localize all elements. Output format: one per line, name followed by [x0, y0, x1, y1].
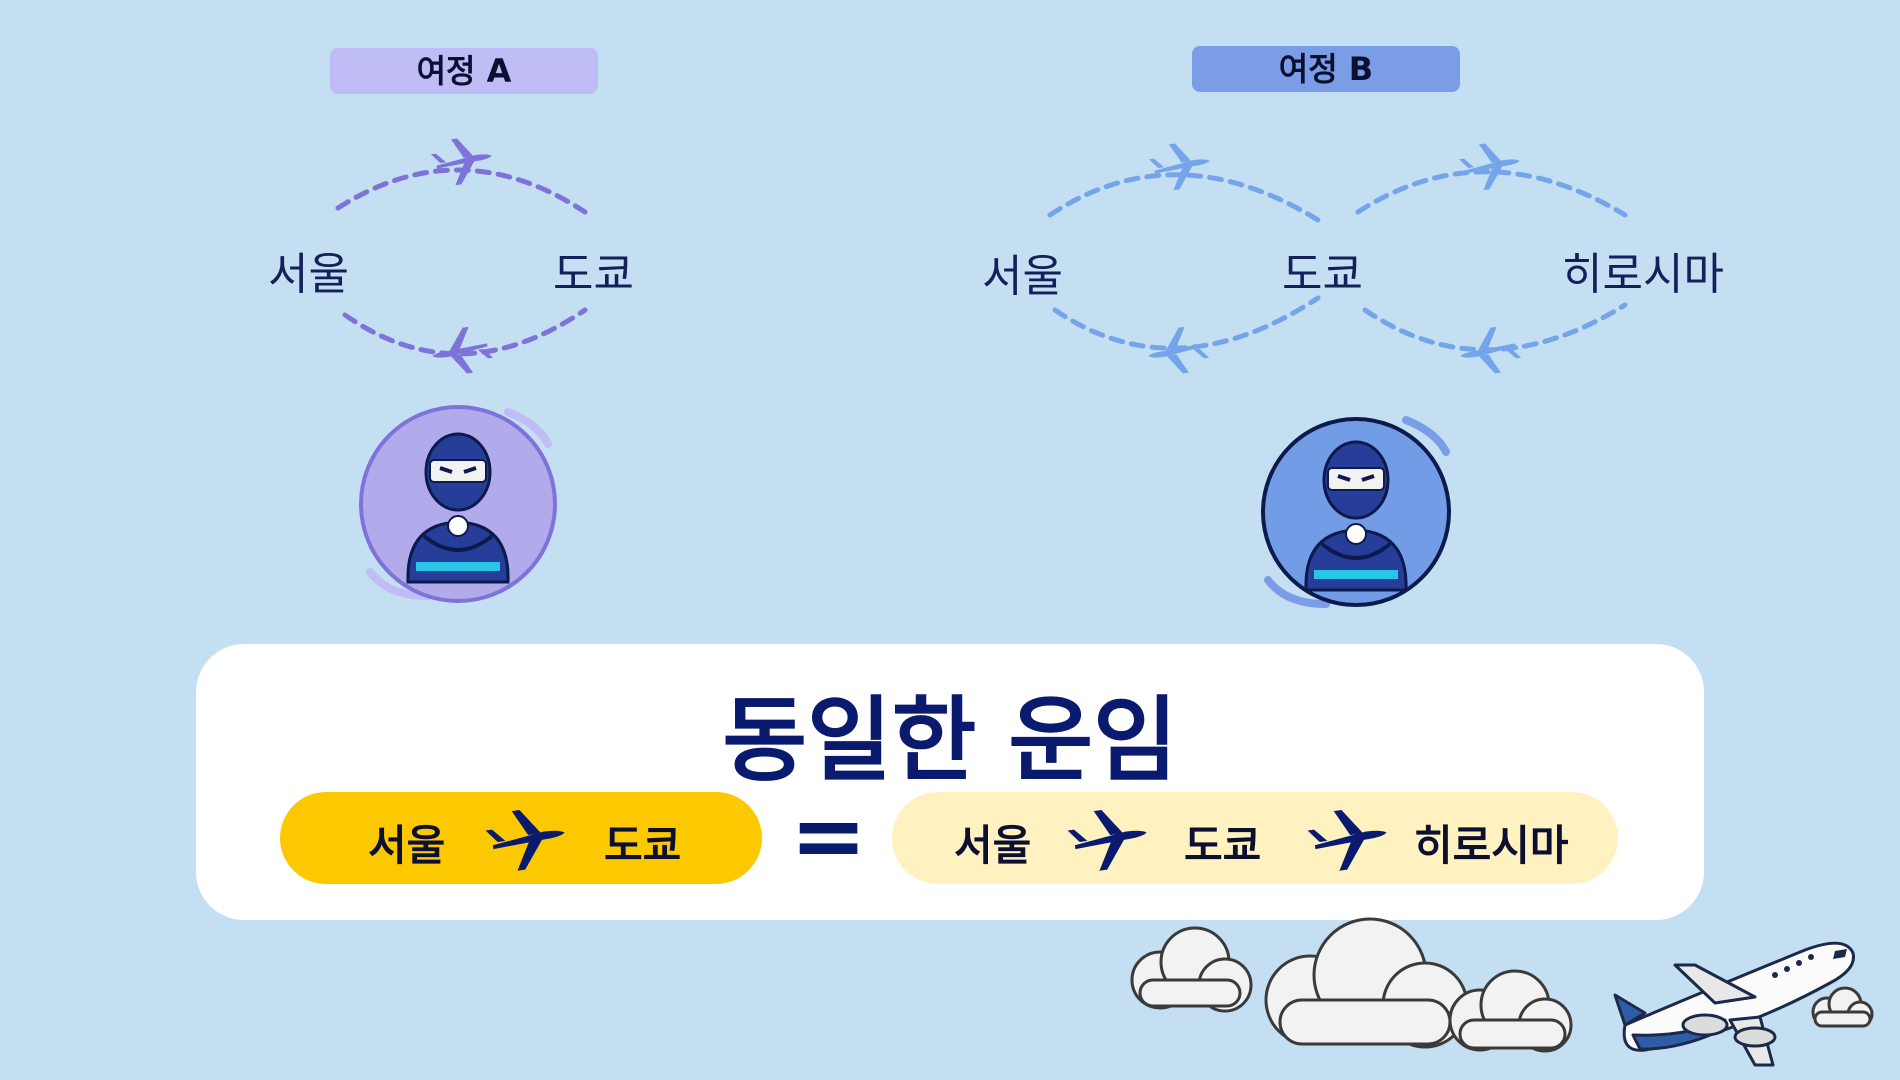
fare-summary-panel: 동일한 운임 서울 도쿄 = 서울 도쿄: [196, 644, 1704, 920]
fare-b-origin: 서울: [954, 821, 1032, 870]
ninja-traveler-icon: [359, 405, 557, 603]
fare-a-origin: 서울: [368, 821, 446, 870]
airplane-icon: [1067, 810, 1147, 871]
cloud-icon: [1130, 926, 1253, 1013]
fare-pill-journey-a: 서울 도쿄: [280, 792, 762, 884]
equals-sign: =: [790, 782, 868, 889]
fare-pill-journey-b: 서울 도쿄 히로시마: [892, 792, 1618, 884]
cloud-icon: [1811, 986, 1874, 1028]
journey-b-label: 여정 B: [1192, 46, 1460, 92]
ninja-traveler-icon: [1261, 416, 1451, 608]
journey-a-city-seoul: 서울: [268, 249, 349, 300]
fare-a-destination: 도쿄: [604, 821, 682, 870]
cloud-icon: [1448, 969, 1573, 1053]
journey-a-city-tokyo: 도쿄: [553, 249, 634, 300]
panel-title: 동일한 운임: [722, 687, 1178, 794]
journey-a-label: 여정 A: [330, 48, 598, 94]
airplane-icon: [485, 810, 565, 871]
fare-b-destination: 히로시마: [1414, 821, 1569, 870]
journey-b-city-seoul: 서울: [982, 251, 1063, 302]
fare-b-via: 도쿄: [1184, 821, 1262, 870]
journey-b-city-tokyo: 도쿄: [1282, 249, 1363, 300]
airplane-icon: [1307, 810, 1387, 871]
journey-b-city-hiroshima: 히로시마: [1562, 249, 1724, 300]
journey-a-routes: [335, 167, 588, 357]
airliner-illustration: [1613, 941, 1856, 1067]
cloud-icon: [1264, 917, 1469, 1049]
